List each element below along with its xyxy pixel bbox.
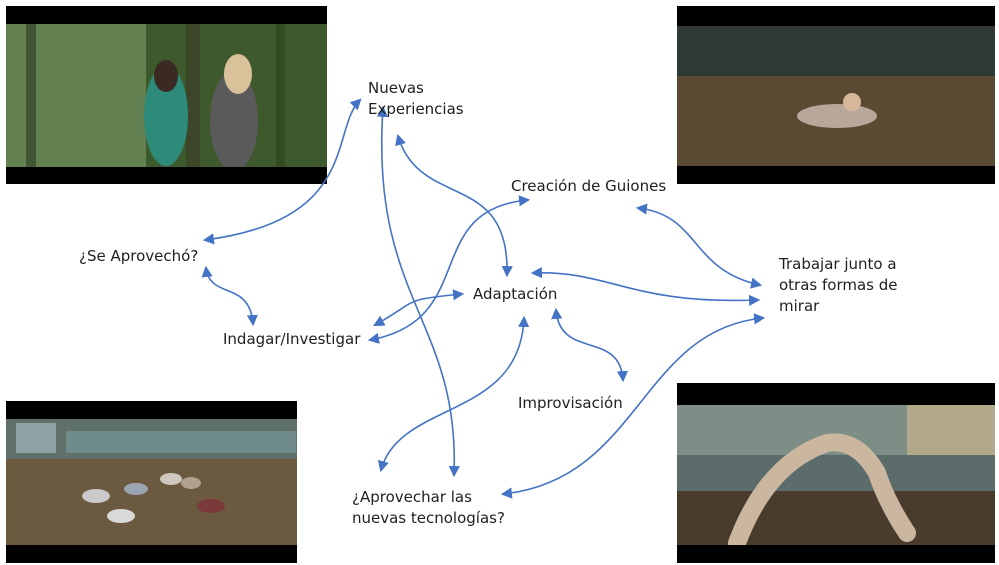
node-nuevas-experiencias-line1: Nuevas [368,79,424,97]
arrow-trabajar-tecnologias [500,313,766,499]
arrow-adaptacion-tecnologias [377,315,530,473]
node-creacion-guiones: Creación de Guiones [511,177,667,195]
node-trabajar-junto-line2: otras formas de [779,276,898,294]
node-se-aprovecho: ¿Se Aprovechó? [79,247,199,265]
node-trabajar-junto-line3: mirar [779,297,820,315]
arrow-indagar-adaptacion [373,289,465,327]
node-adaptacion: Adaptación [473,285,558,303]
node-nuevas-experiencias: Nuevas Experiencias [368,78,464,120]
photo-top-right [677,6,995,184]
node-nuevas-experiencias-line2: Experiencias [368,100,464,118]
node-aprovechar-tecnologias: ¿Aprovechar las nuevas tecnologías? [352,487,505,529]
node-aprovechar-tecnologias-line2: nuevas tecnologías? [352,509,505,527]
node-improvisacion: Improvisación [518,394,623,412]
photo-bottom-left [6,401,297,563]
arrow-adaptacion-trabajar [530,267,761,306]
arrow-experiencias-adaptacion [395,133,513,278]
arrow-experiencias-tecnologias [376,105,460,478]
node-indagar: Indagar/Investigar [223,330,361,348]
node-aprovechar-tecnologias-line1: ¿Aprovechar las [352,488,472,506]
arrow-experiencias-seaprovecho [202,98,362,245]
node-trabajar-junto-line1: Trabajar junto a [779,255,897,273]
arrow-seaprovecho-indagar [201,265,258,327]
arrow-adaptacion-improvisacion [551,307,629,383]
arrow-guiones-indagar [367,195,531,344]
arrow-guiones-trabajar [635,203,763,289]
node-trabajar-junto: Trabajar junto a otras formas de mirar [779,254,898,317]
